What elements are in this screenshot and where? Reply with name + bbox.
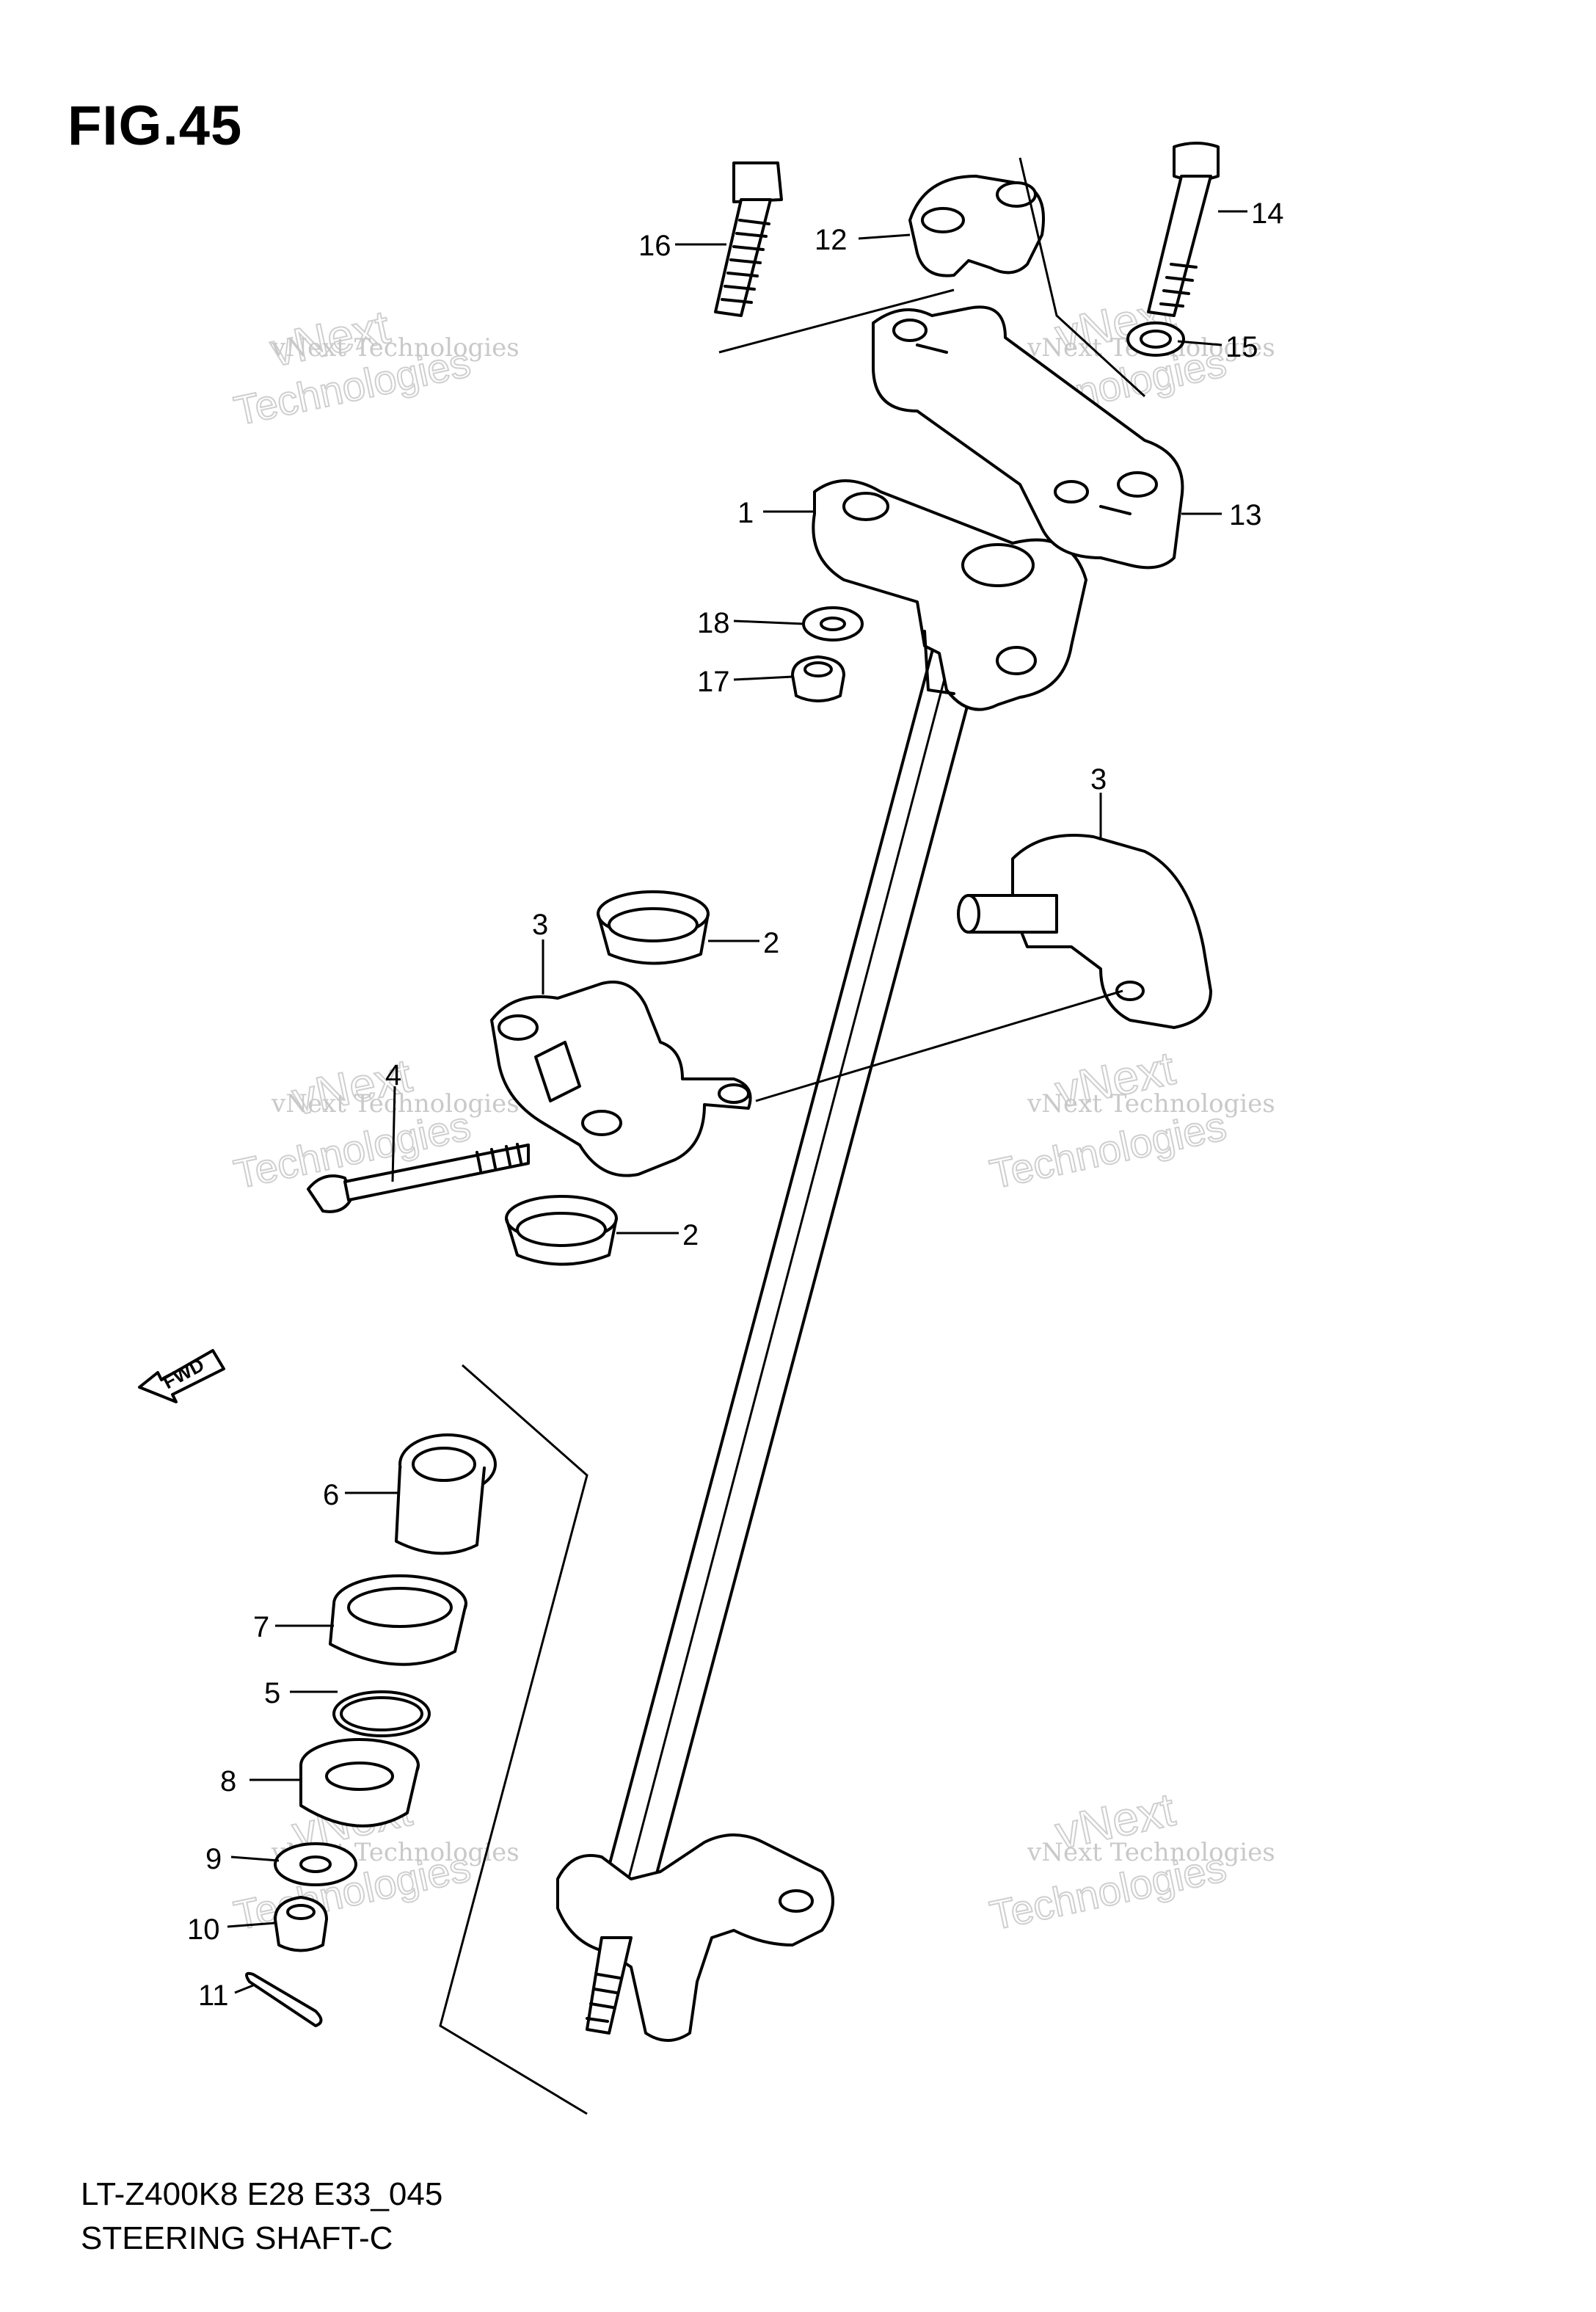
shaft-alignment-line <box>755 989 1123 1102</box>
callout-3: 3 <box>532 909 548 941</box>
callout-6: 6 <box>323 1479 339 1511</box>
callout-1: 1 <box>737 497 754 529</box>
upper-bracket <box>812 479 1087 711</box>
shaft-holder-left <box>490 981 752 1177</box>
callout-2: 2 <box>682 1219 699 1251</box>
callout-15: 15 <box>1225 331 1258 363</box>
callout-10: 10 <box>187 1913 220 1946</box>
callout-17: 17 <box>697 666 730 698</box>
callout-12: 12 <box>815 224 848 256</box>
bushing-2-lower <box>505 1195 618 1266</box>
callout-14: 14 <box>1251 197 1284 230</box>
washer-15 <box>1126 321 1185 357</box>
bushing-6 <box>395 1433 497 1555</box>
callout-16: 16 <box>638 230 671 262</box>
bushing-2-upper <box>597 890 710 965</box>
watermark-text: vNext Technologies <box>1027 1838 1275 1867</box>
fwd-arrow: FWD <box>138 1349 225 1403</box>
callout-13: 13 <box>1229 499 1262 531</box>
assembly-outline-bottom <box>439 1364 589 2115</box>
callout-4: 4 <box>385 1059 401 1091</box>
callout-2: 2 <box>763 927 779 959</box>
callout-5: 5 <box>264 1677 280 1709</box>
callout-8: 8 <box>220 1765 236 1797</box>
figure-title: FIG.45 <box>68 95 243 157</box>
callout-9: 9 <box>205 1843 222 1875</box>
bearing-8 <box>299 1738 420 1828</box>
bolt-4 <box>307 1143 530 1213</box>
callout-11: 11 <box>198 1980 229 2012</box>
lower-bracket <box>556 1833 834 2042</box>
nut-17 <box>791 655 845 702</box>
bolt-14 <box>1147 142 1220 317</box>
callout-labels: 1 2 2 3 3 4 5 6 7 8 9 10 11 12 13 14 15 … <box>187 197 1284 2012</box>
o-ring-5 <box>332 1690 431 1737</box>
shaft-holder-right <box>957 834 1212 1029</box>
bolt-16 <box>714 161 783 317</box>
washer-18 <box>802 606 864 641</box>
nut-10 <box>274 1896 328 1952</box>
handlebar-clamp <box>908 175 1045 277</box>
callout-7: 7 <box>253 1611 269 1643</box>
steering-shaft <box>600 637 985 1902</box>
callout-3: 3 <box>1090 763 1107 796</box>
leader-lines <box>227 210 1247 1994</box>
seal-7 <box>329 1574 467 1666</box>
watermark-text: vNext Technologies <box>271 333 520 363</box>
cotter-pin-11 <box>245 1971 323 2027</box>
handlebar-holder-lower <box>872 305 1184 570</box>
assembly-outline-top <box>718 157 1146 398</box>
callout-18: 18 <box>697 607 730 639</box>
footer-model-code: LT-Z400K8 E28 E33_045 <box>81 2176 443 2212</box>
washer-9 <box>274 1842 357 1886</box>
watermark-text: vNext Technologies <box>1027 1089 1275 1119</box>
footer-caption: STEERING SHAFT-C <box>81 2220 393 2256</box>
